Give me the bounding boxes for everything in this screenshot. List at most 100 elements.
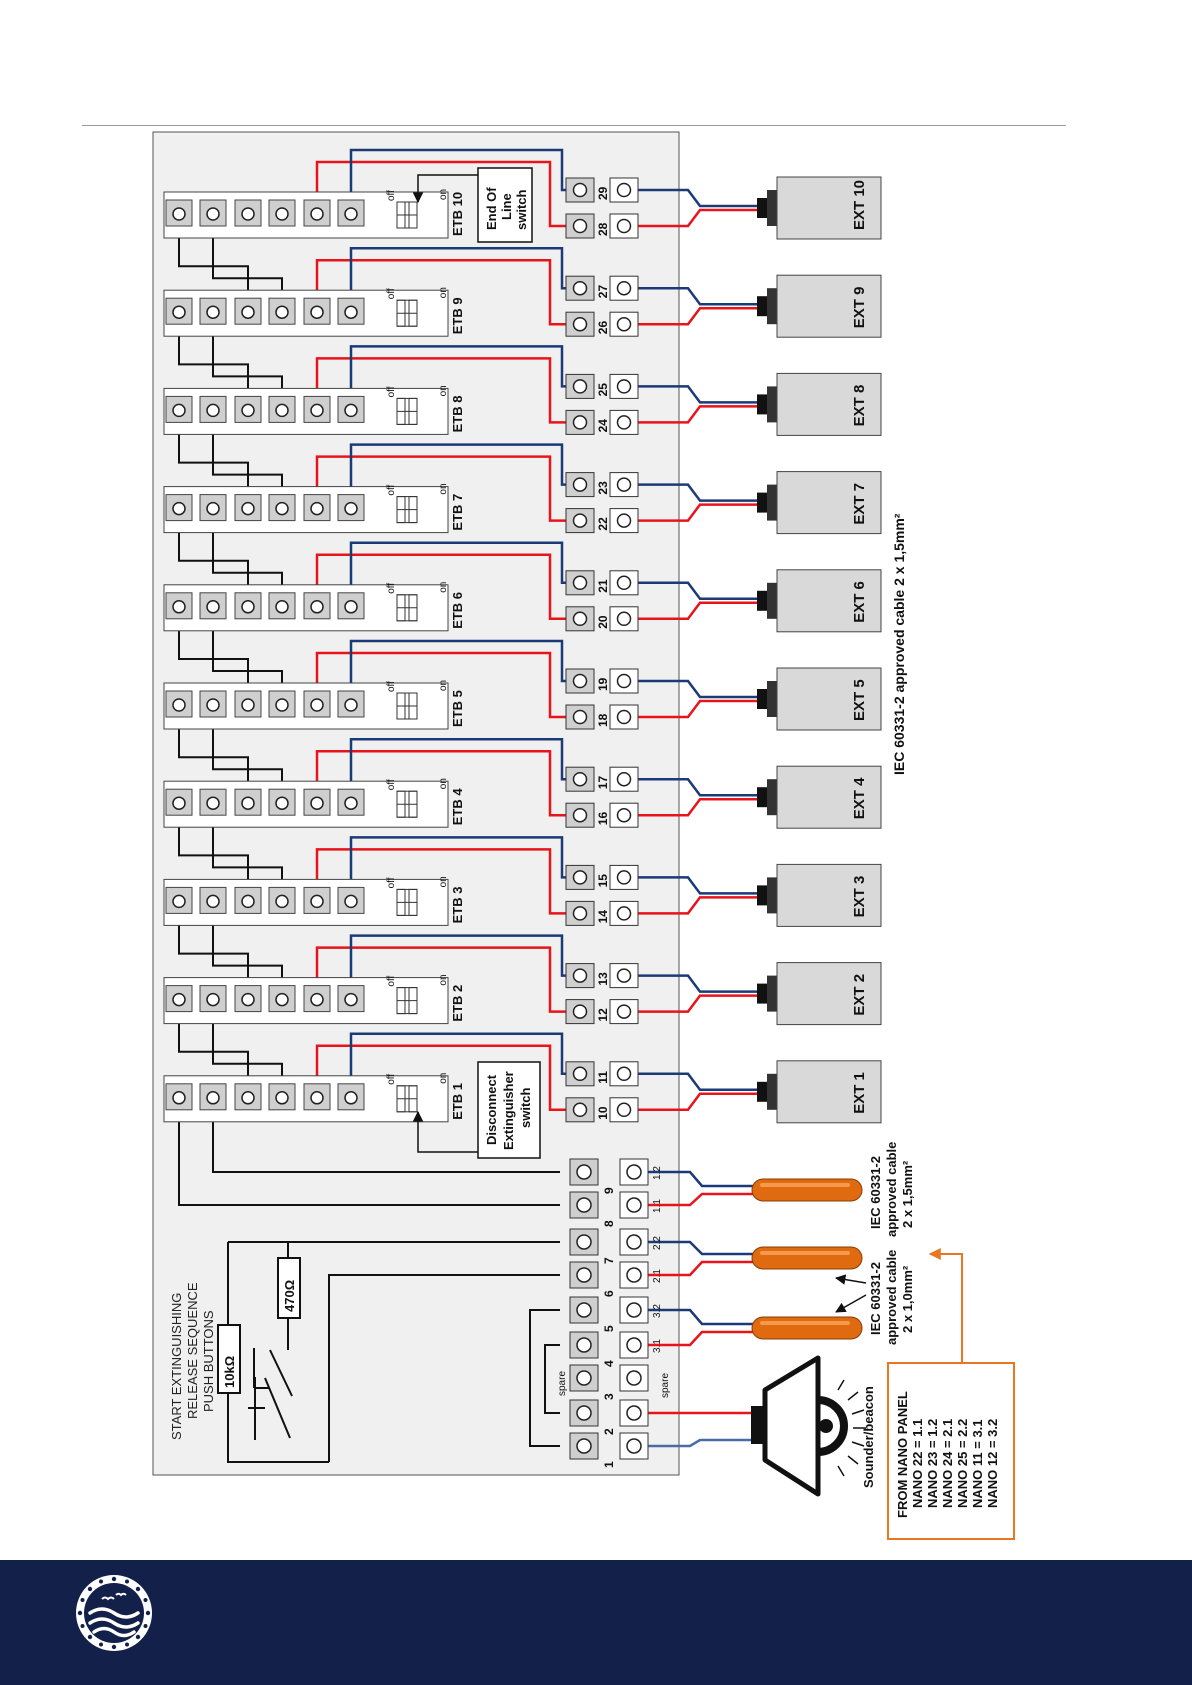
terminal-nano-ref: 2.1 (652, 1269, 663, 1283)
terminal-number: 12 (596, 1008, 610, 1022)
push-buttons-section: START EXTINGUISHING RELEASE SEQUENCE PUS… (169, 1241, 560, 1463)
terminal-number: 15 (596, 874, 610, 888)
extinguisher-5: EXT 5 (757, 667, 882, 731)
nano-line-5: NANO 11 = 3.1 (970, 1419, 985, 1508)
etb-label: ETB 8 (450, 396, 465, 433)
lower-terminal-3: 3 (569, 1364, 649, 1400)
cable-10-line-3: 2 x 1,0mm² (900, 1265, 915, 1333)
extinguisher-label: EXT 5 (851, 679, 868, 721)
terminal-nano-ref: 2.2 (652, 1236, 663, 1250)
terminal-number: 19 (596, 677, 610, 691)
spare-label-left: spare (557, 1371, 568, 1396)
dip-switch[interactable] (396, 888, 418, 916)
dip-switch[interactable] (396, 201, 418, 229)
terminal-nano-ref: 3.1 (652, 1339, 663, 1353)
dip-switch[interactable] (396, 299, 418, 327)
terminal-number: 3 (602, 1393, 616, 1400)
etb-label: ETB 10 (450, 192, 465, 236)
terminal-number: 24 (596, 419, 610, 433)
terminal-number: 21 (596, 579, 610, 593)
switch-on-label: on (438, 483, 449, 494)
end-of-line-line-1: End Of (484, 187, 499, 230)
sounder-beacon-icon (751, 1355, 866, 1497)
switch-off-label: off (386, 779, 397, 790)
cable-10-line-2: approved cable (884, 1250, 899, 1345)
extinguisher-label: EXT 1 (851, 1072, 868, 1114)
switch-on-label: on (438, 876, 449, 887)
disconnect-callout: Disconnect Extinguisher switch (412, 1061, 541, 1159)
wires-layer (178, 148, 760, 1448)
switch-on-label: on (438, 1073, 449, 1084)
terminal-number: 22 (596, 517, 610, 531)
resistor-470-label: 470Ω (282, 1280, 297, 1312)
terminal-number: 13 (596, 972, 610, 986)
switch-on-label: on (438, 582, 449, 593)
etb-label: ETB 5 (450, 690, 465, 727)
disconnect-line-1: Disconnect (484, 1074, 499, 1145)
terminal-nano-ref: 3.2 (652, 1304, 663, 1318)
terminal-number: 23 (596, 481, 610, 495)
orange-cable (751, 1178, 863, 1202)
nano-panel-box: FROM NANO PANEL NANO 22 = 1.1 NANO 23 = … (887, 1248, 1015, 1540)
switch-off-label: off (386, 877, 397, 888)
disconnect-line-2: Extinguisher (501, 1071, 516, 1150)
spare-label-right: spare (660, 1373, 671, 1398)
extinguisher-2: EXT 2 (757, 962, 882, 1026)
switch-off-label: off (386, 975, 397, 986)
switch-off-label: off (386, 1074, 397, 1085)
terminal-number: 1 (602, 1461, 616, 1468)
terminal-number: 28 (596, 222, 610, 236)
dip-switch[interactable] (396, 790, 418, 818)
lower-terminal-9: 91.2 (569, 1158, 663, 1194)
switch-on-label: on (438, 189, 449, 200)
terminal-number: 16 (596, 812, 610, 826)
nano-line-6: NANO 12 = 3.2 (985, 1419, 1000, 1508)
terminal-number: 8 (602, 1220, 616, 1227)
switch-on-label: on (438, 778, 449, 789)
top-divider-line (82, 125, 1066, 126)
extinguisher-9: EXT 9 (757, 274, 882, 338)
etb-screw-terminal (303, 297, 331, 325)
nano-line-4: NANO 25 = 2.2 (955, 1419, 970, 1508)
lower-terminal-1: 1 (569, 1432, 649, 1468)
etb-screw-terminal (234, 297, 262, 325)
cable-15-line-3: 2 x 1,5mm² (900, 1160, 915, 1228)
switch-off-label: off (386, 583, 397, 594)
switch-off-label: off (386, 484, 397, 495)
terminal-number: 9 (602, 1187, 616, 1194)
extinguisher-8: EXT 8 (757, 372, 882, 436)
dip-switch[interactable] (396, 1085, 418, 1113)
etb-label: ETB 7 (450, 494, 465, 531)
terminal-number: 11 (596, 1071, 610, 1084)
extinguisher-label: EXT 2 (851, 974, 868, 1016)
extinguisher-label: EXT 8 (851, 385, 868, 427)
dip-switch[interactable] (396, 692, 418, 720)
terminal-number: 14 (596, 910, 610, 924)
dip-switch[interactable] (396, 594, 418, 622)
dip-switch[interactable] (396, 987, 418, 1015)
nano-line-2: NANO 23 = 1.2 (925, 1419, 940, 1508)
panel-title-line-1: START EXTINGUISHING (169, 1293, 184, 1440)
terminal-24 (565, 409, 595, 435)
etb-screw-terminal (268, 788, 296, 816)
porthole-waves-birds-icon (76, 1575, 152, 1651)
nano-panel-title: FROM NANO PANEL (895, 1391, 910, 1518)
extinguisher-6: EXT 6 (757, 569, 882, 633)
dip-switch[interactable] (396, 397, 418, 425)
terminal-number: 26 (596, 321, 610, 335)
extinguisher-7: EXT 7 (757, 471, 882, 535)
terminal-18 (565, 704, 595, 730)
terminal-pair-22-23: 23 22 (565, 472, 639, 534)
disconnect-line-3: switch (518, 1087, 533, 1128)
dip-switch[interactable] (396, 496, 418, 524)
extinguisher-label: EXT 7 (851, 483, 868, 525)
switch-off-label: off (386, 681, 397, 692)
